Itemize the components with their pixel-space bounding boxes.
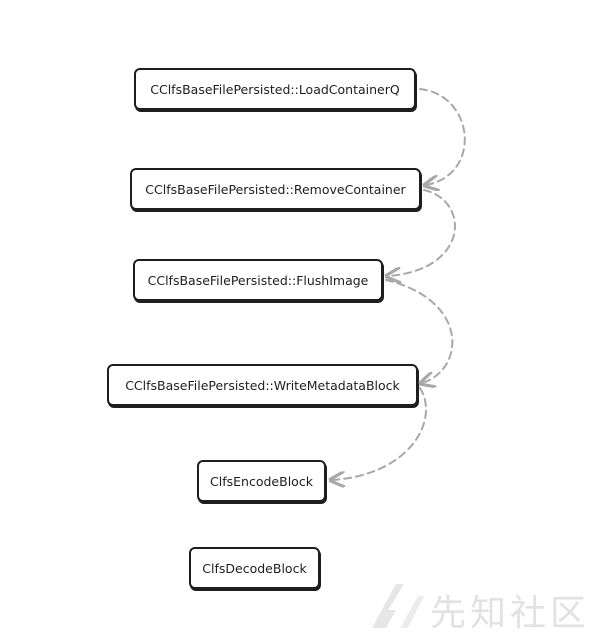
edge-writemetadata-to-encode	[332, 387, 427, 480]
node-label: CClfsBaseFilePersisted::FlushImage	[147, 272, 369, 288]
node-label: CClfsBaseFilePersisted::RemoveContainer	[145, 181, 406, 197]
edge-flush-to-writemetadata	[385, 279, 454, 383]
edge-load-to-remove	[419, 88, 466, 185]
node-remove-container: CClfsBaseFilePersisted::RemoveContainer	[130, 168, 421, 210]
node-label: ClfsDecodeBlock	[202, 560, 307, 576]
node-label: CClfsBaseFilePersisted::WriteMetadataBlo…	[125, 377, 400, 393]
node-flush-image: CClfsBaseFilePersisted::FlushImage	[133, 259, 383, 301]
node-write-metadata-block: CClfsBaseFilePersisted::WriteMetadataBlo…	[107, 364, 418, 406]
node-clfs-encode-block: ClfsEncodeBlock	[197, 460, 326, 502]
node-label: CClfsBaseFilePersisted::LoadContainerQ	[150, 81, 400, 97]
node-clfs-decode-block: ClfsDecodeBlock	[189, 547, 320, 589]
edge-remove-to-flush	[388, 189, 456, 276]
watermark-logo-icon	[372, 584, 424, 628]
watermark-text: 先知社区	[430, 593, 591, 634]
node-load-container-q: CClfsBaseFilePersisted::LoadContainerQ	[134, 68, 416, 110]
node-label: ClfsEncodeBlock	[210, 473, 313, 489]
